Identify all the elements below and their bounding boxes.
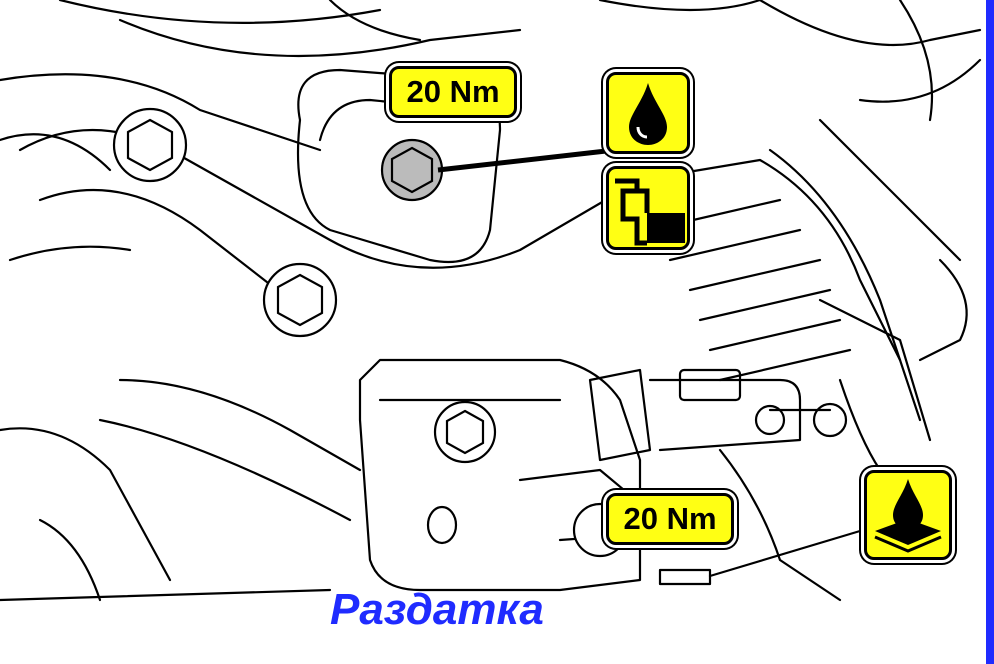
torque-callout-lower: 20 Nm (606, 493, 734, 545)
oil-sealant-glyph (874, 479, 942, 553)
oil-drop-icon (606, 72, 690, 154)
oil-drop-glyph (629, 83, 667, 145)
fill-level-glyph (615, 178, 685, 246)
fill-level-icon (606, 166, 690, 250)
caption-title: Раздатка (330, 585, 544, 634)
torque-callout-upper: 20 Nm (389, 66, 517, 118)
oil-sealant-icon (864, 470, 952, 560)
right-border (986, 0, 994, 664)
